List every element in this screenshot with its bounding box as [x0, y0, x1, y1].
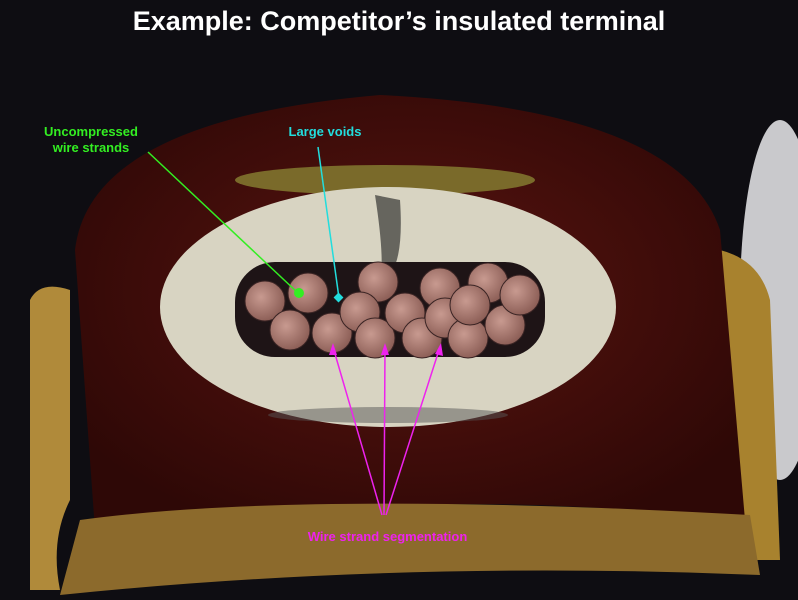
- voids-marker: [333, 292, 344, 303]
- seam: [235, 165, 535, 195]
- wire-strand: [269, 309, 311, 351]
- wire-strand: [499, 274, 541, 316]
- label-line: wire strands: [52, 140, 130, 155]
- label-strand-segmentation: Wire strand segmentation: [307, 529, 468, 544]
- sleeve-left: [30, 286, 70, 590]
- segmentation-pointers: [332, 346, 441, 516]
- label-uncompressed-strands: Uncompressed wire strands: [30, 124, 152, 156]
- wire-strand: [244, 280, 286, 322]
- wire-strand: [357, 261, 399, 303]
- sleeve-bottom: [60, 503, 760, 595]
- voids-pointer: [317, 146, 340, 299]
- uncompressed-marker: [294, 288, 304, 298]
- label-line: Uncompressed: [44, 124, 138, 139]
- slide-title: Example: Competitor’s insulated terminal: [132, 6, 666, 36]
- wire-strands: [244, 261, 541, 359]
- annotation-lines: [147, 146, 443, 516]
- label-large-voids: Large voids: [288, 124, 362, 139]
- wire-strand: [287, 272, 329, 314]
- uncompressed-pointer: [147, 151, 299, 294]
- wire-strand: [449, 284, 491, 326]
